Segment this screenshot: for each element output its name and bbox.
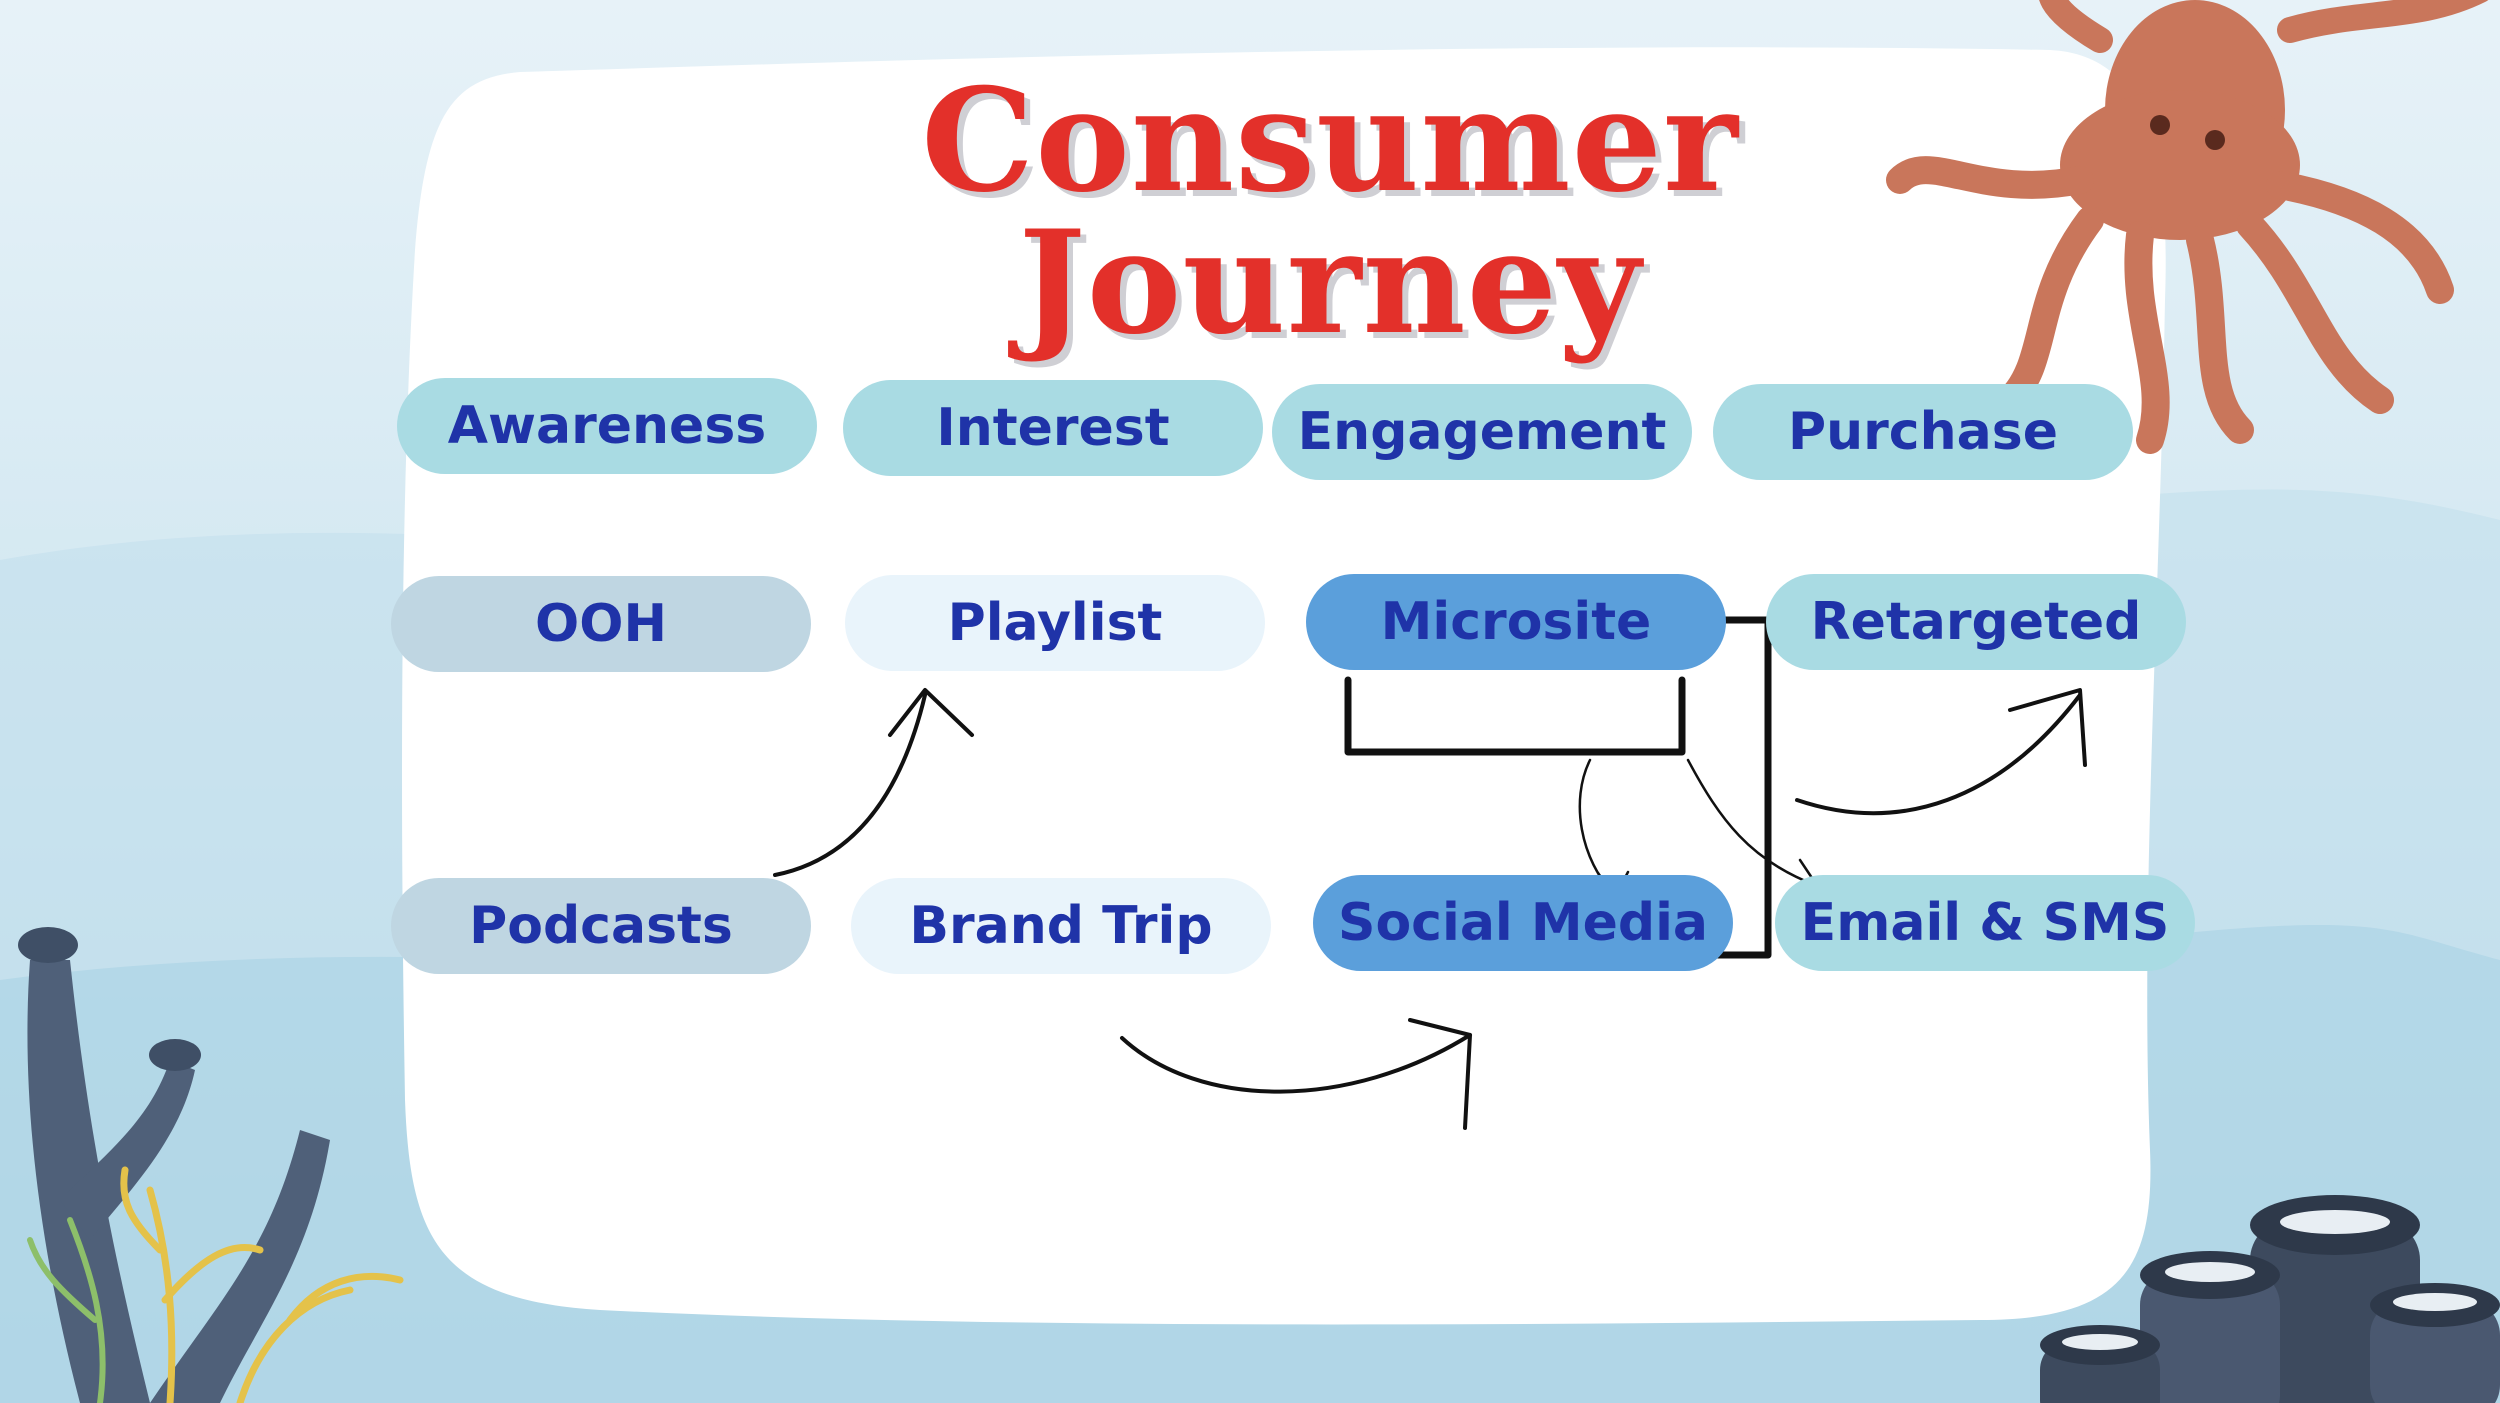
stage-purchase: Purchase [1713, 384, 2133, 480]
arrowhead-retargeted [2008, 688, 2087, 767]
diagram-title-line-1: Consumer [921, 58, 1739, 224]
arrowhead-social [1408, 1018, 1472, 1130]
touchpoint-playlist: Playlist [845, 575, 1265, 671]
connectors [773, 616, 2087, 1130]
arrowhead-playlist [888, 688, 974, 737]
content-card [402, 47, 2166, 1325]
touchpoint-microsite: Microsite [1306, 574, 1726, 670]
arrow-to-retargeted [1795, 693, 2082, 816]
coral-right-icon [2040, 1195, 2500, 1403]
arrow-brandtrip-to-social [1120, 1033, 1472, 1094]
arrow-to-email [1686, 758, 1817, 887]
diagram-title-line-2: Journey [1018, 200, 1642, 366]
touchpoint-retargeted: Retargeted [1766, 574, 2186, 670]
touchpoint-email-sms: Email & SMS [1775, 875, 2195, 971]
touchpoint-social-media: Social Media [1313, 875, 1733, 971]
stage-awareness: Awareness [397, 378, 817, 474]
touchpoint-brand-trip: Brand Trip [851, 878, 1271, 974]
touchpoint-podcasts: Podcasts [391, 878, 811, 974]
bracket-microsite [1344, 676, 1686, 756]
bracket-purchase [1691, 616, 1772, 959]
touchpoint-ooh: OOH [391, 576, 811, 672]
coral-left-icon [18, 927, 404, 1403]
stage-interest: Interest [843, 380, 1263, 476]
stage-engagement: Engagement [1272, 384, 1692, 480]
arrow-podcasts-to-playlist [773, 693, 927, 877]
